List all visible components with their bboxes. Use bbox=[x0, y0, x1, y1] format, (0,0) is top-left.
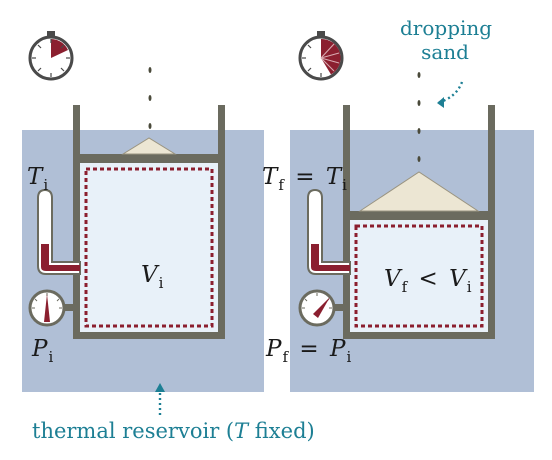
stopwatch-left-icon bbox=[28, 31, 74, 81]
initial-volume-label: Vi bbox=[141, 262, 164, 292]
pressure-gauge-left-icon bbox=[28, 289, 76, 327]
arrow-to-sand-icon bbox=[436, 81, 464, 108]
thermometer-left-icon bbox=[37, 188, 81, 275]
dashed-boundary-right bbox=[354, 224, 484, 328]
dropping-sand-label: dropping sand bbox=[400, 16, 493, 64]
arrow-to-reservoir-icon bbox=[155, 383, 165, 415]
piston-left bbox=[80, 154, 218, 163]
final-temperature-label: Tf = Ti bbox=[262, 164, 347, 194]
cylinder-right bbox=[343, 105, 495, 339]
thermal-reservoir-label: thermal reservoir (T fixed) bbox=[32, 419, 315, 443]
stopwatch-right-icon bbox=[298, 31, 344, 81]
initial-temperature-label: Ti bbox=[27, 164, 49, 194]
dashed-boundary-left bbox=[84, 167, 214, 328]
falling-sand-left bbox=[148, 67, 152, 129]
final-volume-label: Vf < Vi bbox=[384, 266, 472, 296]
falling-sand-right bbox=[417, 72, 421, 162]
cylinder-left bbox=[73, 105, 225, 339]
initial-pressure-label: Pi bbox=[32, 336, 54, 366]
sand-pile-left bbox=[121, 137, 177, 155]
pressure-gauge-right-icon bbox=[298, 289, 346, 327]
thermometer-right-icon bbox=[307, 188, 351, 275]
sand-pile-right bbox=[358, 171, 480, 212]
final-pressure-label: Pf = Pi bbox=[266, 336, 352, 366]
piston-right bbox=[350, 211, 488, 220]
gas-region-left bbox=[80, 163, 218, 332]
gas-region-right bbox=[350, 220, 488, 332]
